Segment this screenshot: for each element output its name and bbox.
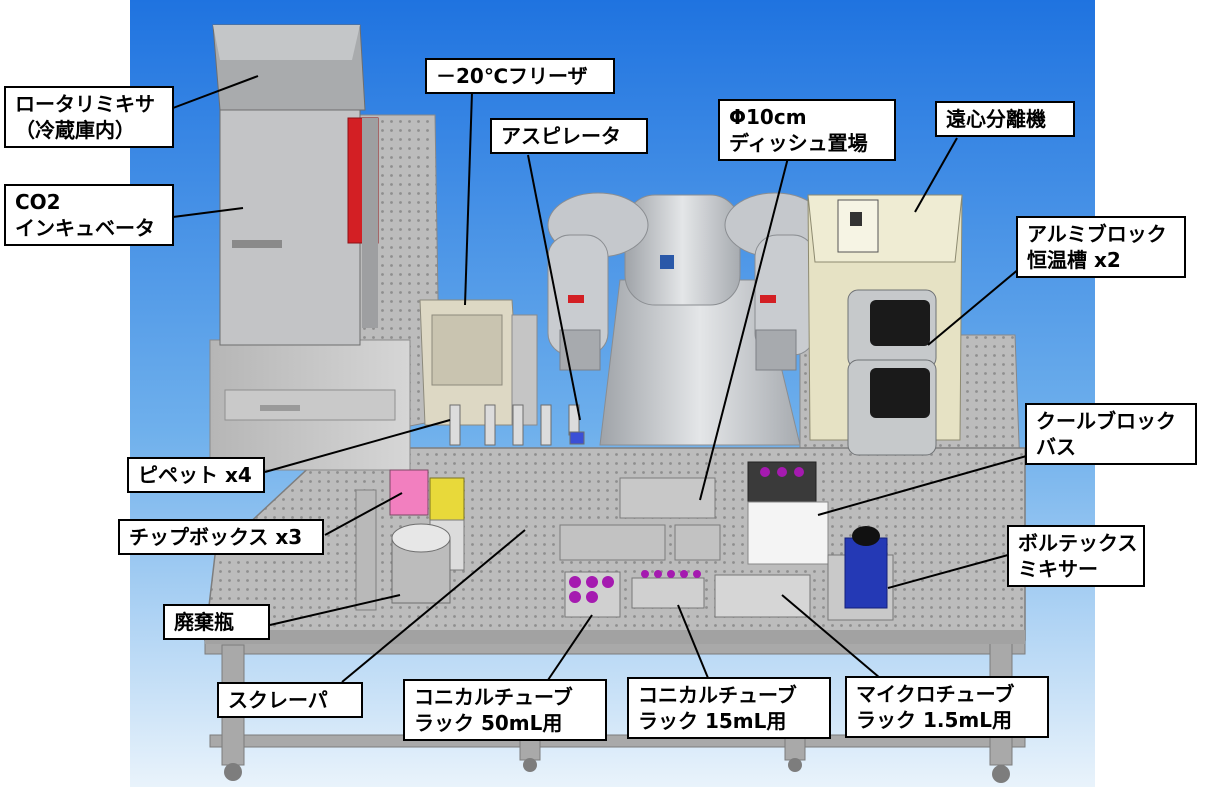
callout-cool-block: クールブロック バス: [1025, 403, 1197, 465]
callout-vortex-mixer: ボルテックス ミキサー: [1007, 525, 1145, 587]
cool-block-bath: [747, 461, 829, 565]
waste-bottle-line1: 廃棄瓶: [174, 610, 234, 634]
co2-incubator-line1: CO2: [15, 190, 61, 214]
micro-tube-line2: ラック 1.5mL用: [856, 708, 1012, 732]
callout-micro-tube: マイクロチューブ ラック 1.5mL用: [845, 676, 1049, 738]
freezer-line1: －20℃フリーザ: [436, 64, 588, 88]
aspirator-line1: アスピレータ: [501, 124, 621, 148]
conical-rack-15: [631, 570, 705, 609]
callout-rotary-mixer: ロータリミキサ （冷蔵庫内）: [4, 86, 174, 148]
cool-block-line1: クールブロック: [1036, 409, 1176, 433]
callout-tip-box: チップボックス x3: [118, 519, 324, 555]
vortex-mixer-line1: ボルテックス: [1018, 531, 1138, 555]
callout-aspirator: アスピレータ: [490, 118, 648, 154]
dish-place-line1: Φ10cm: [729, 105, 807, 129]
pipettes: [449, 404, 585, 446]
callout-co2-incubator: CO2 インキュベータ: [4, 184, 174, 246]
dish-holders: [619, 477, 716, 519]
callout-conical-50: コニカルチューブ ラック 50mL用: [403, 679, 607, 741]
conical-15-line1: コニカルチューブ: [638, 683, 797, 707]
callout-freezer: －20℃フリーザ: [425, 58, 615, 94]
callout-centrifuge: 遠心分離機: [935, 101, 1075, 137]
conical-50-line2: ラック 50mL用: [414, 711, 563, 735]
callout-conical-15: コニカルチューブ ラック 15mL用: [627, 677, 831, 739]
dish-place-line2: ディッシュ置場: [729, 131, 868, 155]
callout-waste-bottle: 廃棄瓶: [163, 604, 270, 640]
dual-arm-robot: [547, 192, 826, 446]
callout-dish-place: Φ10cm ディッシュ置場: [718, 99, 896, 161]
callout-pipette: ピペット x4: [127, 457, 265, 493]
waste-bottle: [391, 523, 451, 604]
co2-incubator-line2: インキュベータ: [15, 216, 155, 240]
callout-aluminum-block: アルミブロック 恒温槽 x2: [1016, 216, 1186, 278]
callout-leaders: [172, 75, 1031, 683]
micro-tube-line1: マイクロチューブ: [856, 682, 1015, 706]
conical-50-line1: コニカルチューブ: [414, 685, 573, 709]
conical-rack-50: [564, 571, 621, 618]
rotary-mixer-line2: （冷蔵庫内）: [15, 118, 135, 142]
aluminum-block-baths: [847, 289, 937, 456]
vortex-mixer: [827, 526, 894, 621]
casters: [224, 758, 1010, 783]
rotary-mixer-line1: ロータリミキサ: [15, 92, 155, 116]
pipette-line1: ピペット x4: [138, 463, 252, 487]
conical-15-line2: ラック 15mL用: [638, 709, 787, 733]
scraper-line1: スクレーパ: [228, 688, 328, 712]
aluminum-block-line2: 恒温槽 x2: [1027, 248, 1121, 272]
vortex-mixer-line2: ミキサー: [1018, 557, 1098, 581]
cool-block-line2: バス: [1036, 435, 1076, 459]
aluminum-block-line1: アルミブロック: [1027, 222, 1167, 246]
co2-incubator-body: [219, 109, 361, 346]
scraper-stand: [355, 489, 377, 611]
micro-tube-rack: [714, 574, 811, 618]
callout-scraper: スクレーパ: [217, 682, 363, 718]
centrifuge-line1: 遠心分離機: [946, 107, 1046, 131]
tip-box-line1: チップボックス x3: [129, 525, 303, 549]
table-front-edge: [205, 630, 1025, 644]
